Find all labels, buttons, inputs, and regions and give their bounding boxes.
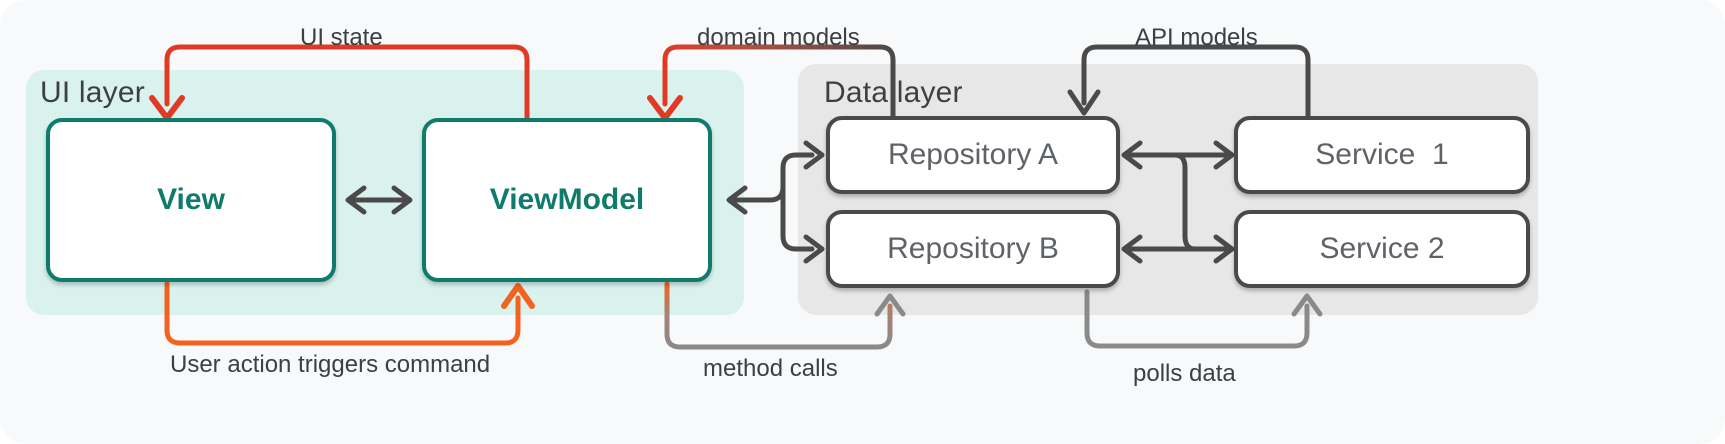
repo-service-crosslink — [1172, 152, 1198, 252]
edge-label-ui-state: UI state — [300, 24, 383, 51]
node-repository-b[interactable]: Repository B — [826, 210, 1120, 288]
edge-label-api-models: API models — [1135, 24, 1258, 51]
node-view[interactable]: View — [46, 118, 336, 282]
method-calls-arrow — [664, 281, 906, 350]
edge-label-user-action: User action triggers command — [170, 351, 491, 378]
repo-b-service-2-arrow — [1121, 234, 1235, 264]
edge-label-polls-data: polls data — [1133, 360, 1236, 387]
viewmodel-repositories-arrow — [726, 140, 825, 264]
edge-label-domain-models: domain models — [697, 24, 860, 51]
ui-state-arrow — [149, 44, 530, 127]
node-service-1[interactable]: Service 1 — [1234, 116, 1530, 194]
user-action-arrow — [164, 281, 535, 346]
view-viewmodel-arrow — [345, 185, 413, 215]
node-viewmodel[interactable]: ViewModel — [422, 118, 712, 282]
ui-layer-title: UI layer — [40, 76, 145, 109]
polls-data-arrow — [1084, 289, 1323, 349]
domain-models-arrow — [647, 44, 896, 129]
node-service-2[interactable]: Service 2 — [1234, 210, 1530, 288]
node-repository-a[interactable]: Repository A — [826, 116, 1120, 194]
edge-label-method-calls: method calls — [703, 355, 838, 382]
api-models-arrow — [1067, 44, 1311, 119]
